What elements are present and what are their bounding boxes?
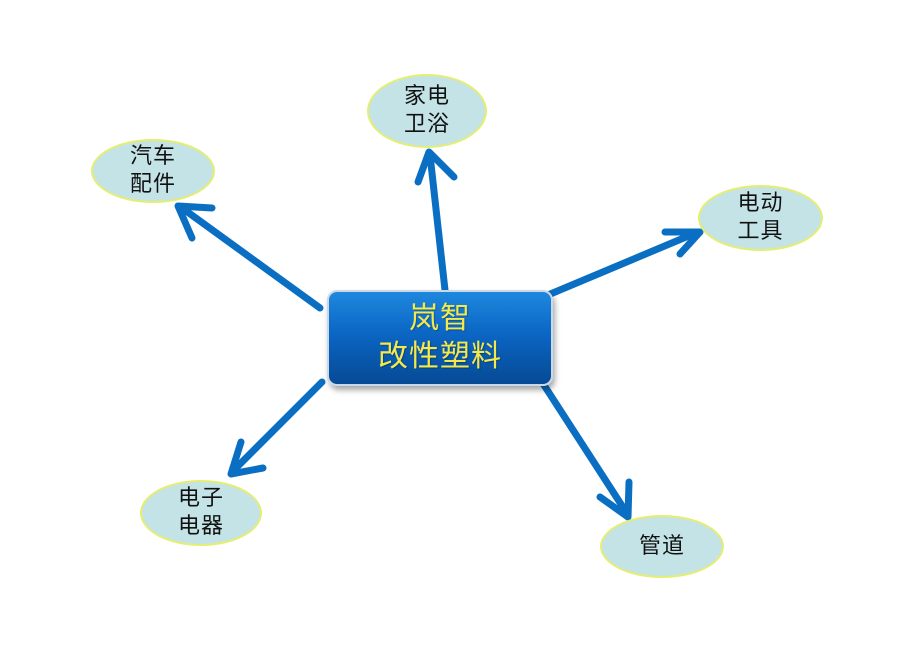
node-tools-line2: 工具 xyxy=(737,219,784,244)
node-electronics-line2: 电器 xyxy=(177,514,224,539)
arrow-to-tools xyxy=(544,228,704,299)
node-electronics-line1: 电子 xyxy=(177,486,224,511)
node-appliance-line2: 卫浴 xyxy=(403,112,450,137)
node-auto-line2: 配件 xyxy=(129,172,176,197)
arrow-to-appliance xyxy=(414,148,458,294)
center-title-line1: 岚智 xyxy=(409,301,471,336)
arrow-to-electronics xyxy=(227,378,326,478)
node-pipe: 管道 xyxy=(600,515,724,578)
node-pipe-line1: 管道 xyxy=(638,533,685,559)
arrow-to-pipe xyxy=(538,378,633,521)
node-appliance: 家电 卫浴 xyxy=(367,74,487,148)
arrow-to-auto xyxy=(174,202,324,312)
node-appliance-line1: 家电 xyxy=(403,84,450,109)
node-power-tools: 电动 工具 xyxy=(698,185,823,251)
node-auto-line1: 汽车 xyxy=(129,144,176,169)
node-tools-line1: 电动 xyxy=(737,191,784,216)
center-title-line2: 改性塑料 xyxy=(378,339,502,374)
node-auto-parts: 汽车 配件 xyxy=(91,139,215,203)
node-electronics: 电子 电器 xyxy=(140,480,262,546)
center-node: 岚智 改性塑料 xyxy=(327,290,553,386)
